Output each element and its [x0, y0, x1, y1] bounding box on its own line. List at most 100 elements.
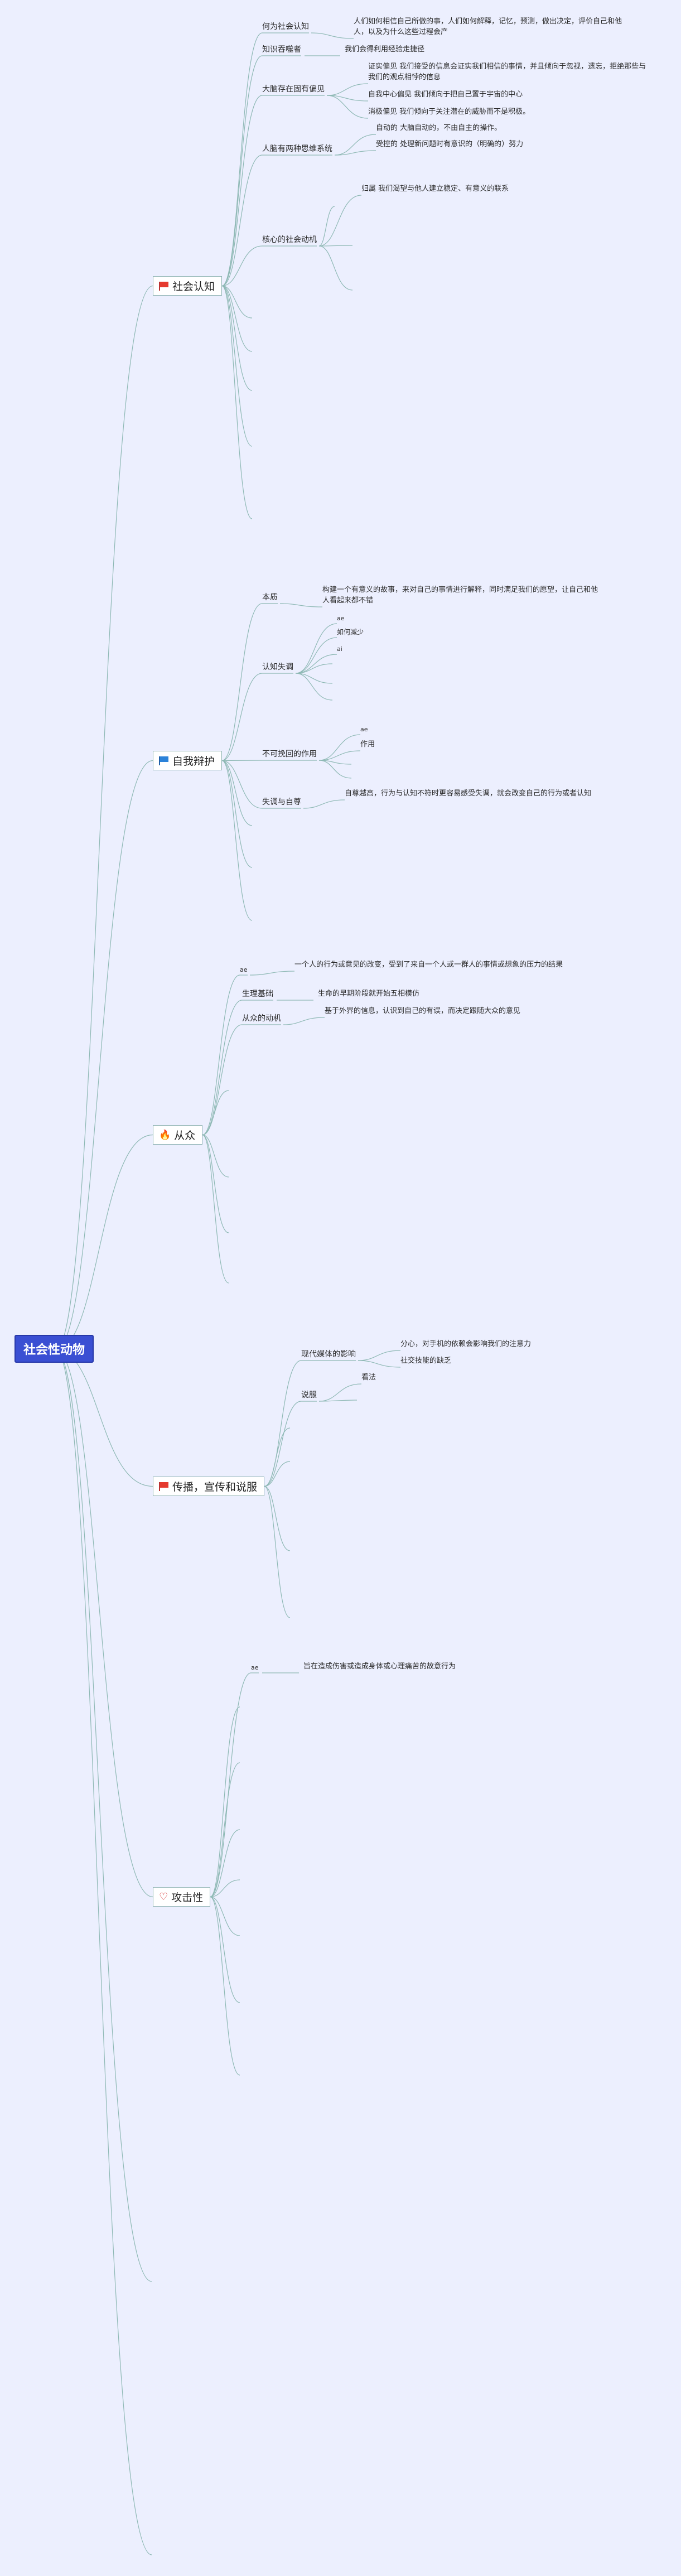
- branch-social-cognition[interactable]: 社会认知: [153, 276, 223, 296]
- topic-label: 不可挽回的作用: [262, 750, 317, 759]
- subtopic-label: 受控的 处理新问题时有意识的（明确的）努力: [376, 140, 524, 148]
- subtopic-belonging[interactable]: 归属 我们渴望与他人建立稳定、有意义的联系: [361, 184, 509, 195]
- topic-label: ae: [251, 1664, 259, 1671]
- branch-label: 攻击性: [171, 1892, 204, 1904]
- empty-topic-connector: [264, 1461, 291, 1487]
- topic-label: 人脑有两种思维系统: [262, 144, 332, 153]
- root-topic[interactable]: 社会性动物: [15, 1335, 94, 1363]
- subtopic-ai[interactable]: ai: [337, 645, 342, 654]
- subtopic-negativity-bias[interactable]: 消极偏见 我们倾向于关注潜在的威胁而不是积极。: [368, 107, 530, 118]
- subtopic-shortcut[interactable]: 我们会得利用经验走捷径: [345, 45, 424, 55]
- topic-subtopic-connector: [358, 1350, 401, 1361]
- topic-label: 本质: [262, 593, 278, 602]
- empty-subtopic-connector: [318, 1400, 358, 1402]
- topic-dissonance-self-esteem[interactable]: 失调与自尊: [262, 797, 301, 808]
- topic-subtopic-connector: [311, 32, 354, 39]
- topic-modern-media-impact[interactable]: 现代媒体的影响: [301, 1349, 356, 1360]
- red-flag-icon: [159, 1482, 169, 1491]
- blue-flag-icon: [159, 756, 169, 765]
- subtopic-automatic[interactable]: 自动的 大脑自动的，不由自主的操作。: [376, 123, 501, 134]
- topic-subtopic-connector: [318, 1383, 362, 1402]
- topic-subtopic-connector: [326, 95, 369, 119]
- topic-ae[interactable]: ae: [251, 1663, 259, 1672]
- subtopic-ae[interactable]: ae: [337, 614, 345, 623]
- topic-label: 大脑存在固有偏见: [262, 85, 325, 94]
- branch-conformity[interactable]: 🔥 从众: [153, 1125, 203, 1145]
- subtopic-label: 自动的 大脑自动的，不由自主的操作。: [376, 124, 502, 132]
- subtopic-egocentric-bias[interactable]: 自我中心偏见 我们倾向于把自己置于宇宙的中心: [368, 90, 523, 100]
- subtopic-meaningful-story[interactable]: 构建一个有意义的故事，来对自己的事情进行解释，同时满足我们的愿望，让自己和他人看…: [322, 585, 601, 606]
- root-branch-connector: [55, 1349, 153, 1898]
- topic-cognitive-dissonance[interactable]: 认知失调: [262, 662, 293, 673]
- fire-icon: 🔥: [159, 1129, 171, 1141]
- empty-subtopic-connector: [318, 245, 353, 247]
- subtopic-controlled[interactable]: 受控的 处理新问题时有意识的（明确的）努力: [376, 139, 523, 150]
- empty-subtopic-connector: [295, 673, 333, 684]
- topic-irrevocable-effect[interactable]: 不可挽回的作用: [262, 749, 317, 760]
- subtopic-ae[interactable]: ae: [360, 725, 368, 734]
- topic-subtopic-connector: [326, 83, 369, 96]
- subtopic-label: 构建一个有意义的故事，来对自己的事情进行解释，同时满足我们的愿望，让自己和他人看…: [322, 586, 598, 605]
- branch-topic-connector: [221, 245, 263, 287]
- topic-ae[interactable]: ae: [240, 966, 248, 975]
- empty-topic-connector: [210, 1879, 240, 1898]
- subtopic-distraction[interactable]: 分心，对手机的依赖会影响我们的注意力: [400, 1339, 531, 1350]
- branch-topic-connector: [221, 95, 263, 287]
- subtopic-label: 社交技能的缺乏: [400, 1357, 452, 1365]
- topic-core-social-motives[interactable]: 核心的社会动机: [262, 234, 317, 245]
- topic-persuasion[interactable]: 说服: [301, 1390, 317, 1401]
- subtopic-label: 自尊越高，行为与认知不符时更容易感受失调，就会改变自己的行为或者认知: [345, 789, 592, 798]
- branch-aggression[interactable]: ♡ 攻击性: [153, 1887, 211, 1907]
- branch-topic-connector: [264, 1360, 302, 1487]
- topic-what-is-social-cognition[interactable]: 何为社会认知: [262, 21, 309, 32]
- empty-topic-connector: [221, 285, 253, 352]
- empty-topic-connector: [210, 1762, 240, 1898]
- topic-label: 知识吞噬者: [262, 45, 301, 54]
- subtopic-conformity-definition[interactable]: 一个人的行为或意见的改变，受到了来自一个人或一群人的事情或想象的压力的结果: [294, 960, 573, 971]
- subtopic-label: ae: [337, 615, 345, 622]
- root-branch-connector: [55, 1349, 153, 1487]
- subtopic-effect[interactable]: 作用: [360, 740, 375, 750]
- empty-subtopic-connector: [318, 245, 353, 291]
- topic-essence[interactable]: 本质: [262, 592, 278, 603]
- subtopic-label: ai: [337, 645, 342, 653]
- empty-topic-connector: [264, 1485, 291, 1618]
- empty-subtopic-connector: [318, 206, 335, 247]
- empty-topic-connector: [202, 1134, 229, 1233]
- subtopic-label: 看法: [361, 1373, 376, 1382]
- subtopic-view[interactable]: 看法: [361, 1373, 376, 1383]
- root-topic-label: 社会性动物: [23, 1343, 85, 1357]
- subtopic-label: 作用: [360, 740, 375, 749]
- branch-self-justification[interactable]: 自我辩护: [153, 751, 223, 770]
- topic-subtopic-connector: [303, 799, 345, 809]
- empty-topic-connector: [221, 760, 253, 868]
- topic-label: 认知失调: [262, 663, 293, 672]
- topic-physiological-basis[interactable]: 生理基础: [242, 988, 273, 1000]
- empty-topic-connector: [202, 1134, 229, 1284]
- empty-topic-connector: [264, 1485, 291, 1551]
- root-branch-connector: [55, 1134, 153, 1350]
- topic-two-thinking-systems[interactable]: 人脑有两种思维系统: [262, 143, 332, 155]
- topic-subtopic-connector: [295, 623, 337, 674]
- subtopic-social-skills[interactable]: 社交技能的缺乏: [400, 1356, 451, 1367]
- empty-topic-connector: [221, 285, 253, 319]
- topic-conformity-motives[interactable]: 从众的动机: [242, 1013, 281, 1024]
- subtopic-imitation[interactable]: 生命的早期阶段就开始五相模仿: [318, 989, 419, 1000]
- empty-topic-connector: [221, 760, 253, 826]
- subtopic-how-to-reduce[interactable]: 如何减少: [337, 628, 364, 637]
- empty-topic-connector: [221, 285, 253, 447]
- subtopic-confirmation-bias[interactable]: 证实偏见 我们接受的信息会证实我们相信的事情，并且倾向于忽视，遗忘，拒绝那些与我…: [368, 62, 647, 83]
- subtopic-aggression-definition[interactable]: 旨在造成伤害或造成身体或心理痛苦的故意行为: [303, 1662, 456, 1672]
- empty-subtopic-connector: [318, 760, 352, 779]
- branch-communication-persuasion[interactable]: 传播，宣传和说服: [153, 1477, 265, 1496]
- topic-subtopic-connector: [249, 971, 295, 976]
- branch-topic-connector: [210, 1672, 252, 1898]
- subtopic-self-esteem[interactable]: 自尊越高，行为与认知不符时更容易感受失调，就会改变自己的行为或者认知: [345, 789, 591, 799]
- topic-subtopic-connector: [334, 150, 376, 156]
- subtopic-definition[interactable]: 人们如何相信自己所做的事，人们如何解释，记忆，预测，做出决定，评价自己和他人，以…: [354, 17, 627, 38]
- topic-knowledge-devourer[interactable]: 知识吞噬者: [262, 44, 301, 55]
- subtopic-external-info[interactable]: 基于外界的信息，认识到自己的有误，而决定跟随大众的意见: [325, 1006, 520, 1017]
- branch-topic-connector: [221, 155, 263, 287]
- topic-inherent-bias[interactable]: 大脑存在固有偏见: [262, 84, 325, 95]
